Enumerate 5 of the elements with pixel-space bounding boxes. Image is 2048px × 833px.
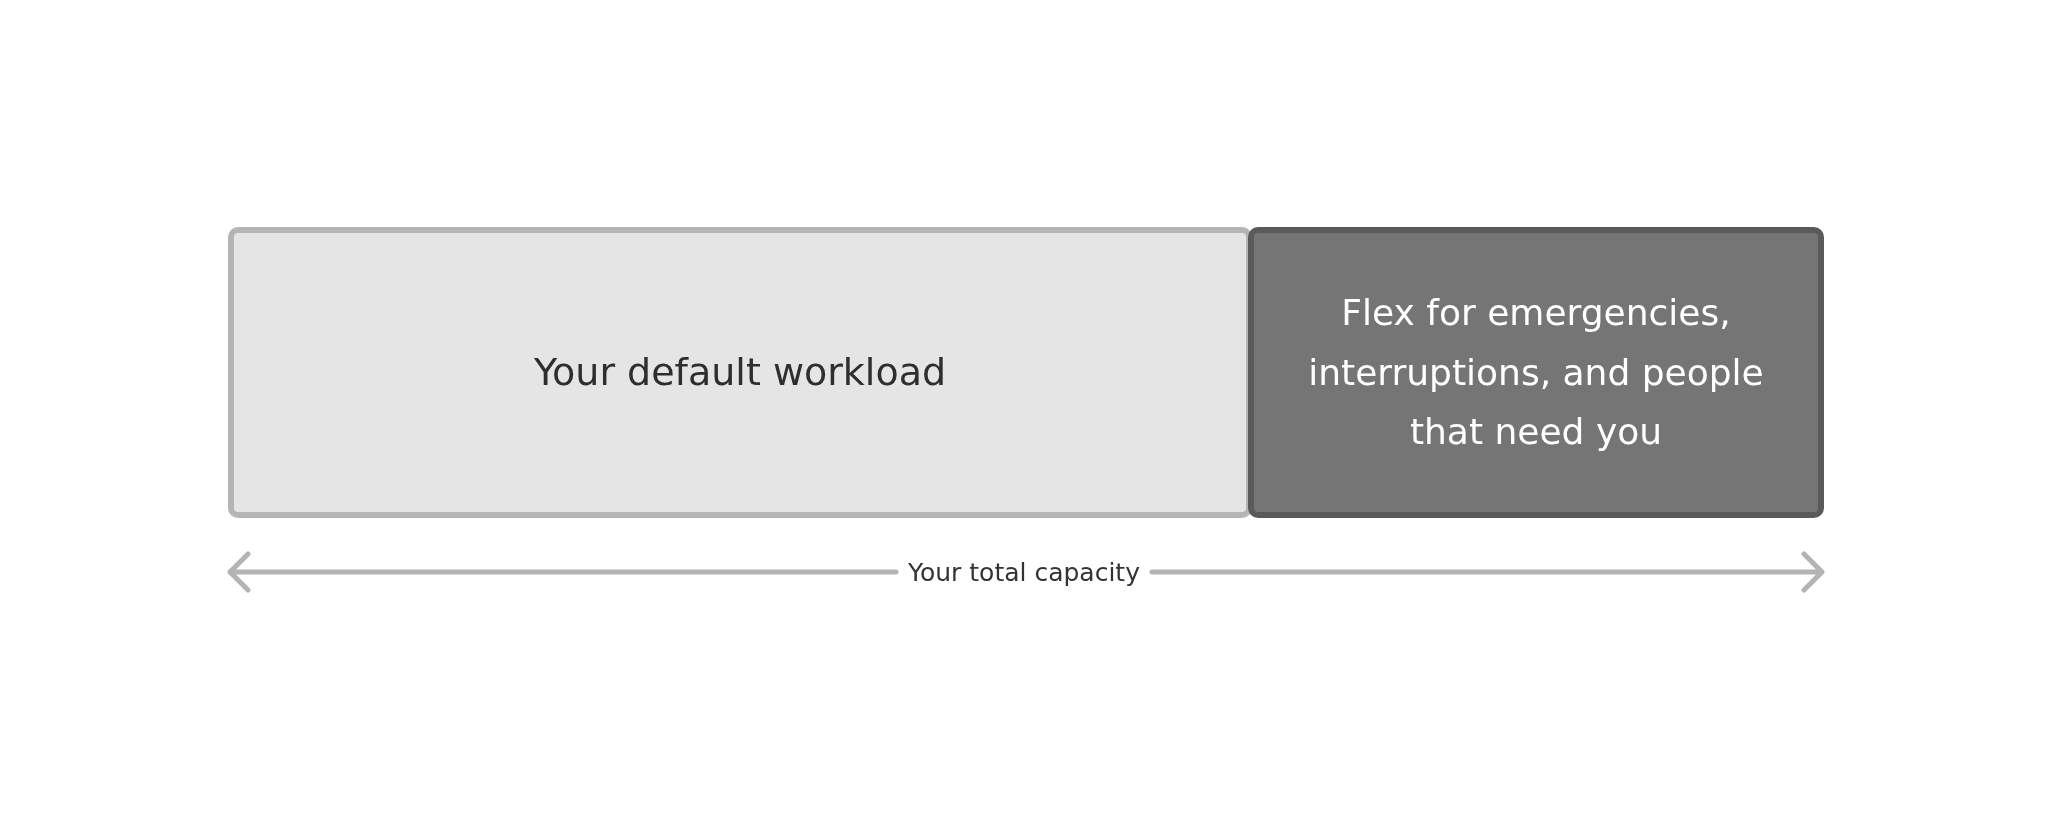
capacity-block [228, 227, 1252, 518]
capacity-block [1248, 227, 1824, 518]
block-label: Flex for emergencies, interruptions, and people that need you [1307, 291, 1765, 455]
block-label: Your default workload [533, 349, 947, 397]
dimension-label: Your total capacity [908, 557, 1140, 587]
